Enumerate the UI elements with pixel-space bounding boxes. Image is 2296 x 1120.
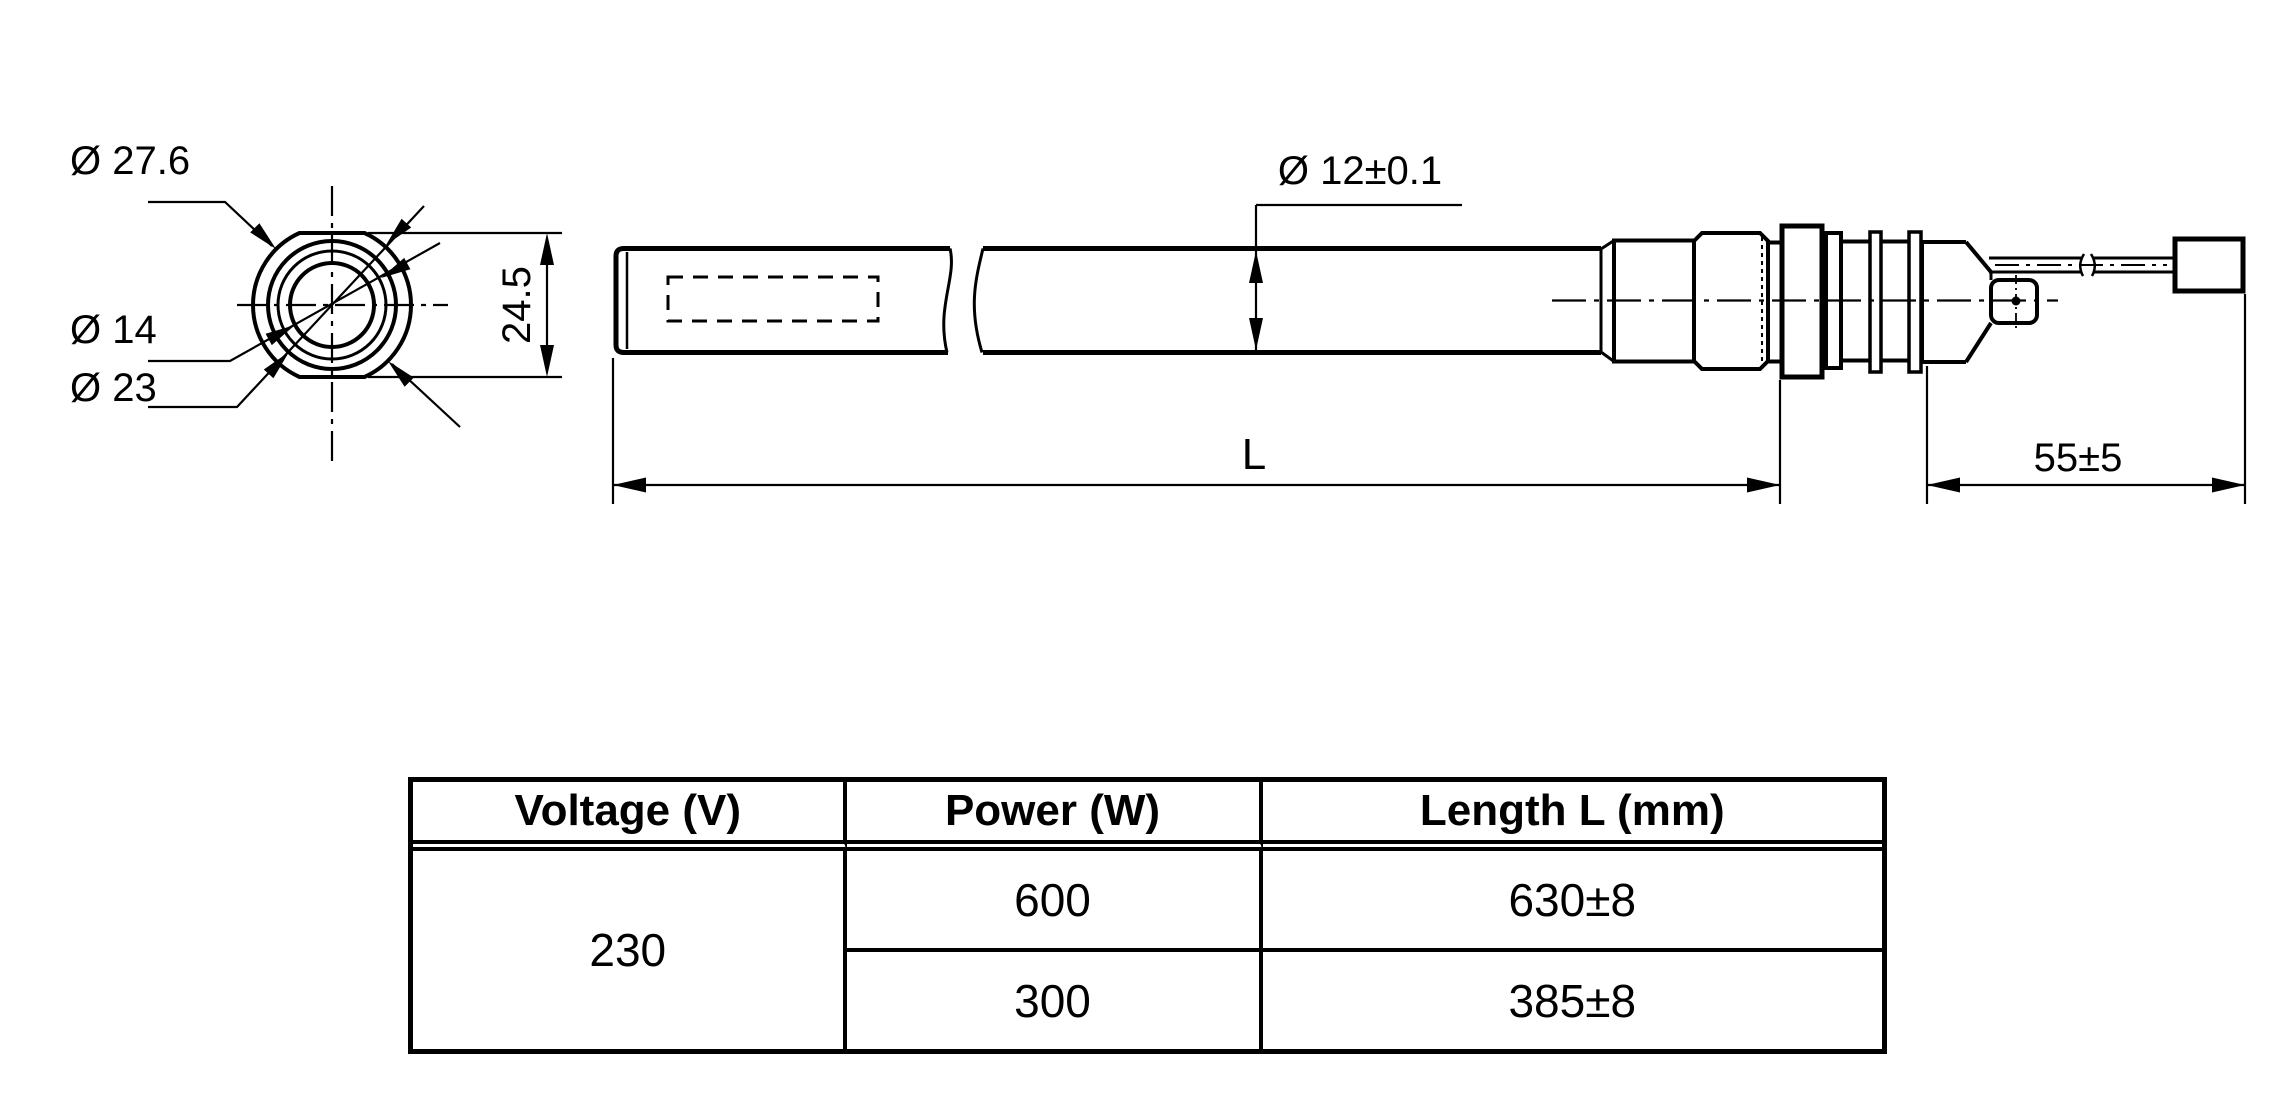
- dimension-length-L: L: [611, 358, 1782, 504]
- label-dia-mid: Ø 23: [70, 366, 157, 410]
- arrowhead: [1249, 251, 1263, 283]
- leader-dia-inner: [148, 242, 441, 363]
- arrowhead: [386, 218, 412, 245]
- arrowhead: [2212, 477, 2245, 493]
- end-cap: [1920, 240, 1993, 364]
- engineering-drawing: Ø 27.6 Ø 14 Ø 23 24.5: [70, 139, 2247, 504]
- table-row: 300 385±8: [413, 952, 1882, 1049]
- dimension-across-flats: 24.5: [368, 231, 562, 379]
- cell-power-300: 300: [847, 952, 1263, 1049]
- cross-section-view: Ø 27.6 Ø 14 Ø 23 24.5: [70, 139, 562, 462]
- wire-lines: [1989, 256, 2175, 274]
- arrowhead: [388, 361, 414, 387]
- arrowhead: [540, 233, 554, 265]
- label-cold-end: 55±5: [2034, 436, 2123, 480]
- rib-1: [1868, 230, 1883, 374]
- arrowhead: [263, 352, 289, 379]
- transition-chamfer: [1600, 239, 1615, 363]
- spec-table: Voltage (V) Power (W) Length L (mm) 230 …: [408, 777, 1887, 1054]
- leader-line: [1254, 203, 1462, 250]
- arrowhead: [265, 325, 295, 346]
- arrowhead: [540, 345, 554, 377]
- arrowhead: [250, 223, 276, 249]
- arrowhead: [1927, 477, 1960, 493]
- label-tube-dia: Ø 12±0.1: [1278, 149, 1442, 193]
- label-area-dashed: [666, 275, 880, 323]
- table-row: 230 600 630±8: [413, 851, 1882, 1049]
- label-across-flats: 24.5: [495, 266, 539, 344]
- label-length-L: L: [1242, 430, 1266, 479]
- table-header-row: Voltage (V) Power (W) Length L (mm): [413, 782, 1882, 851]
- tube-left-segment: [613, 246, 950, 355]
- label-dia-inner: Ø 14: [70, 308, 157, 352]
- dimension-cold-end: 55±5: [1925, 294, 2247, 504]
- arrowhead: [381, 257, 411, 278]
- arrowhead: [1249, 318, 1263, 350]
- leader-dia-outer: [148, 200, 273, 247]
- lead-wire: [1989, 236, 2246, 294]
- dimensions: Ø 12±0.1 L 55±5: [611, 149, 2247, 504]
- header-power: Power (W): [846, 782, 1263, 851]
- cell-length-630: 630±8: [1262, 851, 1882, 953]
- cell-voltage: 230: [413, 851, 847, 1049]
- leader-dia-mid: [148, 205, 425, 409]
- arrowhead: [613, 477, 646, 493]
- side-view: [613, 223, 2246, 380]
- rib-2: [1907, 230, 1923, 374]
- cell-power-600: 600: [846, 851, 1263, 953]
- dimension-tube-dia: Ø 12±0.1: [1249, 149, 1462, 351]
- break-curve-right: [972, 248, 985, 353]
- arrowhead: [1747, 477, 1780, 493]
- header-voltage: Voltage (V): [413, 782, 847, 851]
- header-length: Length L (mm): [1262, 782, 1882, 851]
- break-curve-left: [942, 248, 953, 353]
- label-dia-outer: Ø 27.6: [70, 139, 190, 183]
- cell-length-385: 385±8: [1508, 974, 1637, 1027]
- wire-terminal-block: [2172, 236, 2246, 294]
